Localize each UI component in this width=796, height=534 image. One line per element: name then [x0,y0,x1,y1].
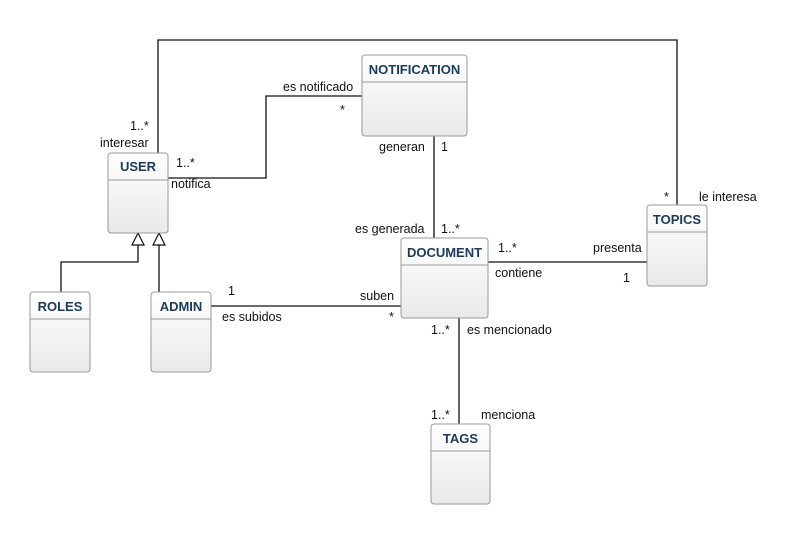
class-admin-title: ADMIN [160,299,203,314]
class-admin[interactable]: ADMIN [150,291,212,373]
user-topics-user-multiplicity: 1..* [130,119,149,133]
class-document[interactable]: DOCUMENT [400,237,489,319]
generalization-arrow-roles [131,231,145,246]
class-notification[interactable]: NOTIFICATION [361,54,468,137]
admin-document-admin-role: es subidos [222,310,282,324]
class-document-title: DOCUMENT [407,245,482,260]
user-notification-notification-role: es notificado [283,80,353,94]
class-roles-title: ROLES [38,299,83,314]
document-tags-tags-multiplicity: 1..* [431,408,450,422]
class-notification-title: NOTIFICATION [369,62,460,77]
user-notification-notification-multiplicity: * [340,103,345,117]
document-tags-tags-role: menciona [481,408,535,422]
class-topics-title: TOPICS [653,212,701,227]
class-topics[interactable]: TOPICS [646,204,708,287]
admin-document-document-role: suben [360,289,394,303]
user-topics-topics-role: le interesa [699,190,757,204]
class-tags-title: TAGS [443,431,478,446]
document-tags-document-multiplicity: 1..* [431,323,450,337]
document-topics-document-role: contiene [495,266,542,280]
admin-document-admin-multiplicity: 1 [228,284,235,298]
document-topics-document-multiplicity: 1..* [498,241,517,255]
notification-document-document-multiplicity: 1..* [441,222,460,236]
user-topics-topics-multiplicity: * [664,190,669,204]
user-notification-user-multiplicity: 1..* [176,156,195,170]
class-user-title: USER [120,159,157,174]
class-roles[interactable]: ROLES [29,291,91,373]
admin-document-document-multiplicity: * [389,310,394,324]
notification-document-document-role: es generada [355,222,425,236]
edge-user-notification [168,95,362,179]
user-topics-user-role: interesar [100,136,149,150]
edge-user-topics [157,39,678,205]
user-notification-user-role: notifica [171,177,211,191]
document-topics-topics-role: presenta [593,241,642,255]
notification-document-notification-multiplicity: 1 [441,140,448,154]
class-user[interactable]: USER [107,152,169,234]
document-tags-document-role: es mencionado [467,323,552,337]
edge-roles-generalization [60,245,139,292]
class-tags[interactable]: TAGS [430,423,491,505]
document-topics-topics-multiplicity: 1 [623,271,630,285]
generalization-arrow-admin [152,231,166,246]
notification-document-notification-role: generan [379,140,425,154]
